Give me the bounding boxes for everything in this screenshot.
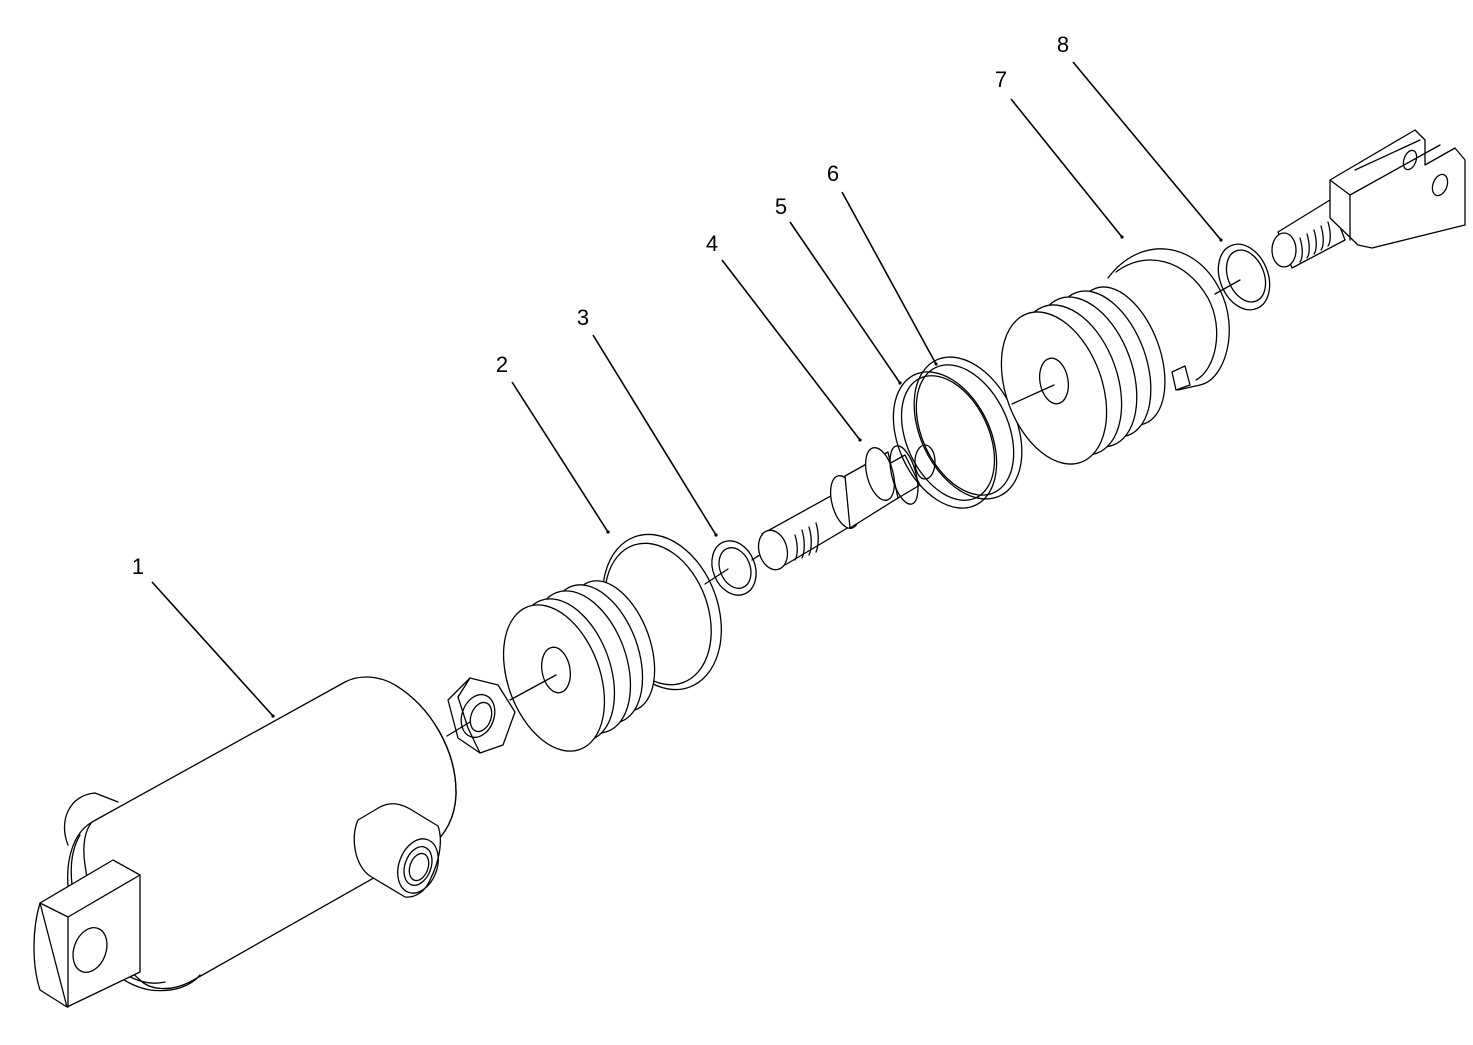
callout-6: 6 <box>826 161 840 186</box>
o-ring-small <box>592 334 776 596</box>
leader-line-4 <box>721 259 861 441</box>
retaining-ring <box>789 221 998 509</box>
leader-line-2 <box>511 381 609 533</box>
leader-line-5 <box>789 221 901 384</box>
leader-line-1 <box>151 581 274 717</box>
leader-line-8 <box>1072 61 1222 241</box>
piston-seal-assembly-left <box>502 381 722 752</box>
callout-2: 2 <box>495 352 509 377</box>
cylinder-body <box>33 581 457 1008</box>
callout-4: 4 <box>705 231 719 256</box>
callout-3: 3 <box>576 305 590 330</box>
callout-8: 8 <box>1056 32 1070 57</box>
push-rod-shaft <box>721 259 936 571</box>
leader-line-3 <box>592 334 717 536</box>
piston-seal-assembly-right <box>1000 98 1230 465</box>
callout-5: 5 <box>774 194 788 219</box>
clevis-rod-end <box>1271 129 1466 269</box>
bushing-washer <box>1072 61 1271 311</box>
callout-7: 7 <box>994 67 1008 92</box>
callout-1: 1 <box>131 554 145 579</box>
leader-line-7 <box>1010 98 1123 238</box>
leader-line-6 <box>841 191 937 365</box>
